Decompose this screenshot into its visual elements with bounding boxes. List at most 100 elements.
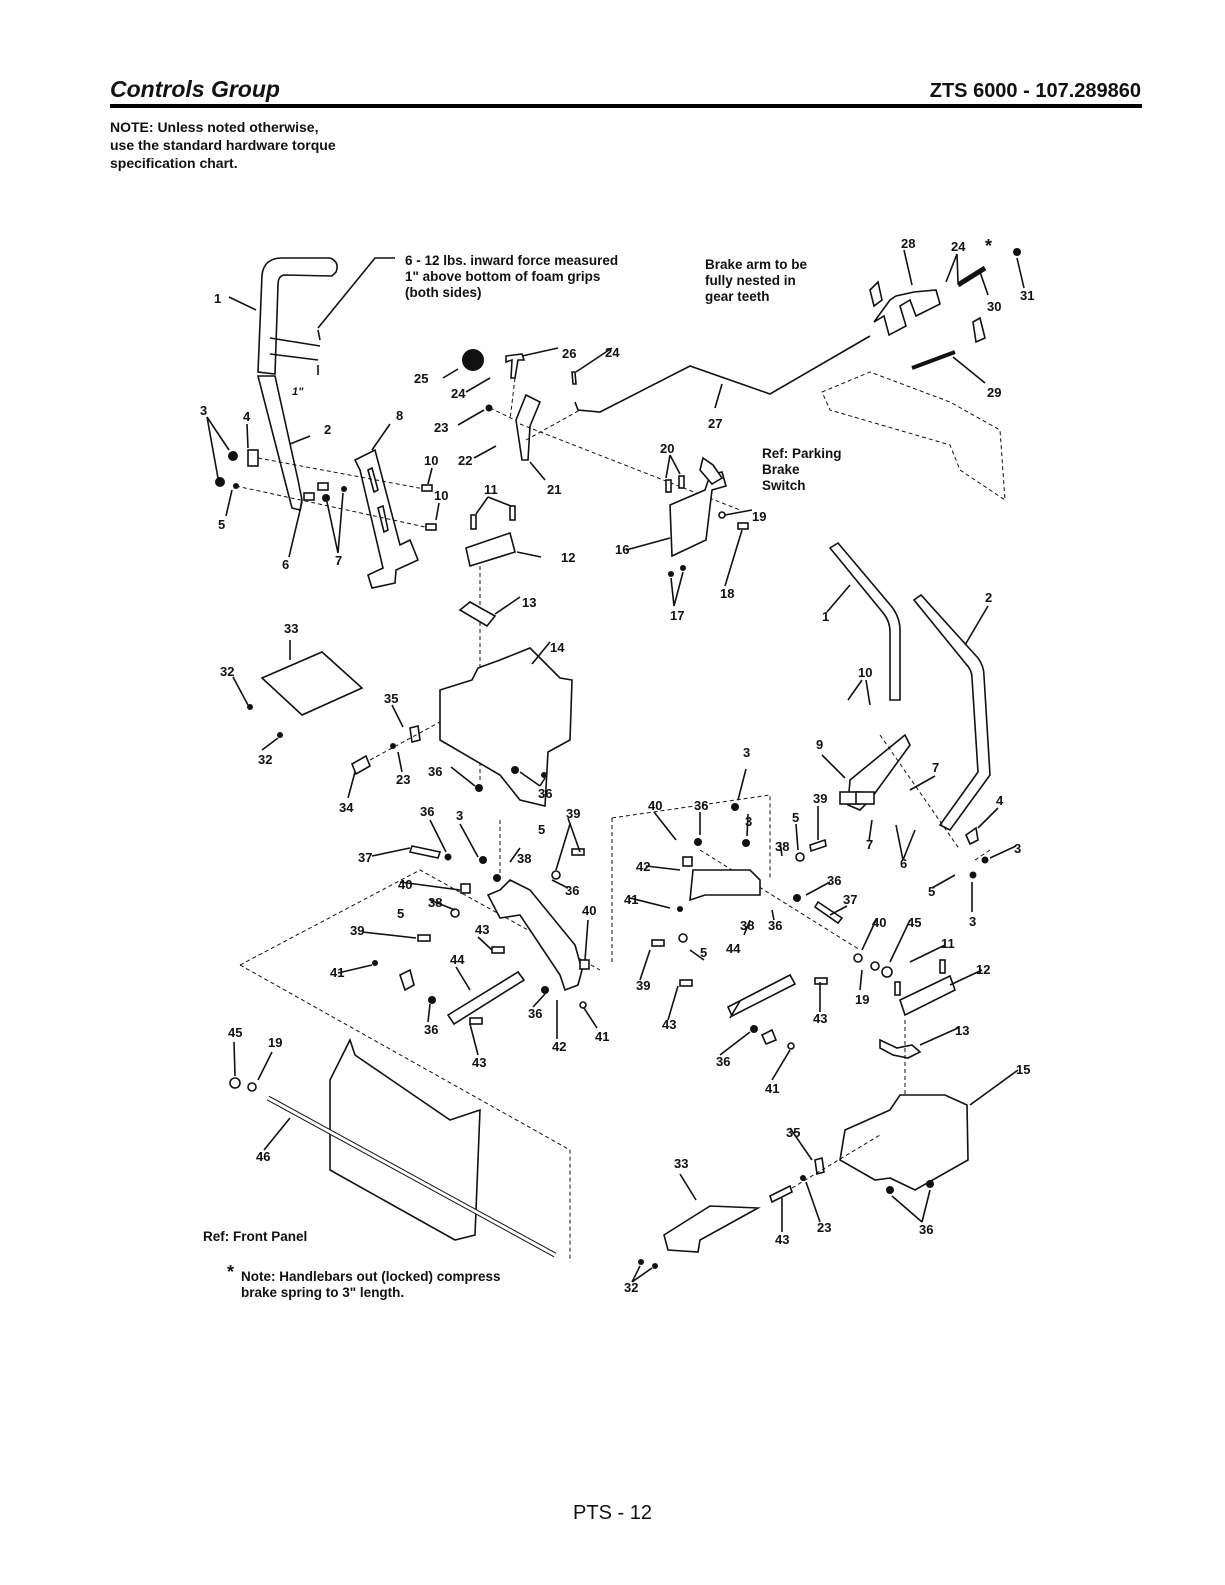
pivot-arm-part — [486, 879, 583, 992]
part-label: 41 — [330, 965, 344, 980]
clip-part — [965, 826, 979, 846]
part-label: 42 — [636, 859, 650, 874]
part-label: 24 — [605, 345, 620, 360]
nut-part — [680, 565, 686, 571]
part-label: 36 — [694, 798, 708, 813]
nut-part — [541, 986, 549, 994]
part-label: 2 — [324, 422, 331, 437]
bolt-part — [769, 1184, 793, 1204]
part-label: 23 — [817, 1220, 831, 1235]
part-label: 38 — [517, 851, 531, 866]
clip-part — [247, 449, 259, 467]
part-label: 8 — [396, 408, 403, 423]
nut-part — [677, 906, 683, 912]
part-label: 37 — [358, 850, 372, 865]
washer-part — [247, 1082, 257, 1092]
part-label: 36 — [565, 883, 579, 898]
part-label: 36 — [420, 804, 434, 819]
nut-part — [341, 486, 347, 492]
clip-part — [879, 1038, 922, 1059]
part-label: 39 — [813, 791, 827, 806]
part-label: 33 — [284, 621, 298, 636]
screw-part — [247, 704, 253, 710]
part-label: 32 — [258, 752, 272, 767]
bolt-part — [939, 959, 946, 974]
washer-part — [551, 870, 561, 880]
bushing-part — [460, 883, 471, 894]
part-label: 7 — [335, 553, 342, 568]
nut-part — [926, 1180, 934, 1188]
part-label: 13 — [955, 1023, 969, 1038]
part-label: 11 — [484, 482, 498, 497]
bushing-part — [579, 959, 590, 970]
part-label: 15 — [1016, 1062, 1030, 1077]
bolt-part — [509, 505, 516, 521]
part-label: 10 — [434, 488, 448, 503]
part-label: 3 — [743, 745, 750, 760]
nut-part — [493, 874, 501, 882]
nut-part — [541, 772, 547, 778]
part-label: 13 — [522, 595, 536, 610]
part-label: 40 — [872, 915, 886, 930]
bolt-part — [894, 981, 901, 996]
switch-bracket-part — [669, 471, 727, 558]
part-label: 28 — [901, 236, 915, 251]
part-label: 45 — [228, 1025, 242, 1040]
bolt-part — [665, 479, 672, 493]
part-label: 19 — [752, 509, 766, 524]
force-annotation: 6 - 12 lbs. inward force measured 1" abo… — [405, 253, 619, 300]
part-label: 23 — [434, 420, 448, 435]
brake-arm-annotation: Brake arm to be fully nested in gear tee… — [705, 257, 808, 304]
nut-part — [969, 871, 977, 879]
page-title: Controls Group — [110, 76, 280, 102]
right-handlebar-part — [828, 541, 901, 701]
bolt-part — [408, 845, 442, 859]
part-label: 6 — [900, 856, 907, 871]
part-label: 12 — [561, 550, 575, 565]
bushing-part — [853, 953, 863, 963]
bolt-part — [491, 946, 505, 954]
clip-part — [409, 725, 421, 743]
bolt-part — [651, 939, 665, 947]
bolt-part — [571, 848, 585, 856]
part-label: 9 — [816, 737, 823, 752]
part-label: 24 — [951, 239, 966, 254]
part-label: 25 — [414, 371, 428, 386]
part-label: 7 — [932, 760, 939, 775]
front-panel-ref-part — [329, 1037, 481, 1241]
part-label: 36 — [528, 1006, 542, 1021]
nut-part — [215, 477, 225, 487]
bolt-part — [469, 1017, 483, 1025]
return-spring-part — [911, 350, 956, 370]
part-label: 3 — [745, 814, 752, 829]
part-label: 10 — [858, 665, 872, 680]
part-label: 5 — [218, 517, 225, 532]
washer-part — [678, 933, 688, 943]
part-label: 3 — [969, 914, 976, 929]
cover-part — [663, 1205, 761, 1253]
lock-washer-part — [229, 1077, 241, 1089]
part-label: 32 — [624, 1280, 638, 1295]
bolt-part — [303, 492, 315, 501]
clip-part — [399, 968, 415, 992]
nut-part — [579, 1001, 587, 1009]
nut-part — [742, 839, 750, 847]
bolt-part — [809, 838, 827, 853]
part-label: 6 — [282, 557, 289, 572]
bushing-part — [682, 856, 693, 867]
part-label: 40 — [648, 798, 662, 813]
bolt-part — [421, 484, 433, 492]
leader-lines — [206, 249, 1025, 1283]
nut-part — [228, 451, 238, 461]
washer-part — [718, 511, 726, 519]
part-label: 22 — [458, 453, 472, 468]
one-inch-label: 1" — [292, 386, 304, 398]
part-label: 5 — [538, 822, 545, 837]
knob-part — [462, 349, 484, 371]
torque-note: NOTE: Unless noted otherwise, use the st… — [110, 119, 336, 171]
nut-part — [1013, 248, 1021, 256]
part-label: 1 — [822, 609, 829, 624]
spring-note: Note: Handlebars out (locked) compress b… — [241, 1269, 501, 1300]
nut-part — [390, 743, 396, 749]
part-label: 1 — [214, 291, 221, 306]
